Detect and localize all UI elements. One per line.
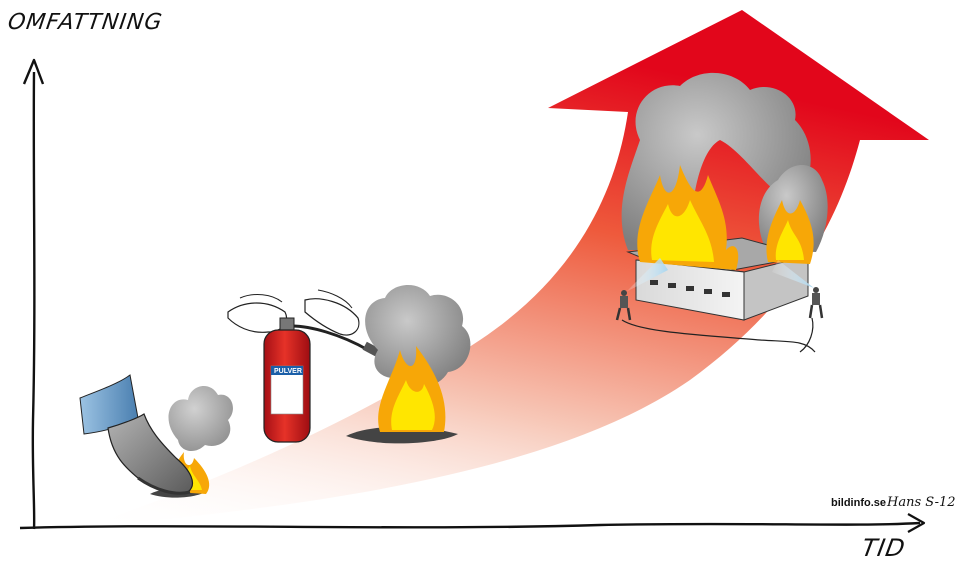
credit-signature: Hans S-12 [887,495,956,510]
medium-smoke [365,284,471,388]
extinguisher-scene: PULVER [227,289,418,443]
extinguisher-label: PULVER [274,368,302,375]
right-hand [304,298,360,336]
building-windows [650,280,730,297]
credit-brand: bildinfo.se [831,497,886,509]
firefighter-right [808,287,824,319]
boot [107,413,193,494]
x-axis [19,513,926,533]
small-smoke [168,385,233,452]
y-axis [22,58,45,530]
firefighter-left [615,290,632,321]
left-hand [227,302,288,333]
fire-escalation-illustration: PULVER [6,10,956,562]
building-fire-scene [615,72,828,353]
y-axis-label: OMFATTNING [6,10,165,35]
medium-fire-scene [346,284,471,444]
credit: bildinfo.seHans S-12 [831,495,956,510]
x-axis-label: TID [859,534,908,562]
small-fire-scene [79,374,233,498]
